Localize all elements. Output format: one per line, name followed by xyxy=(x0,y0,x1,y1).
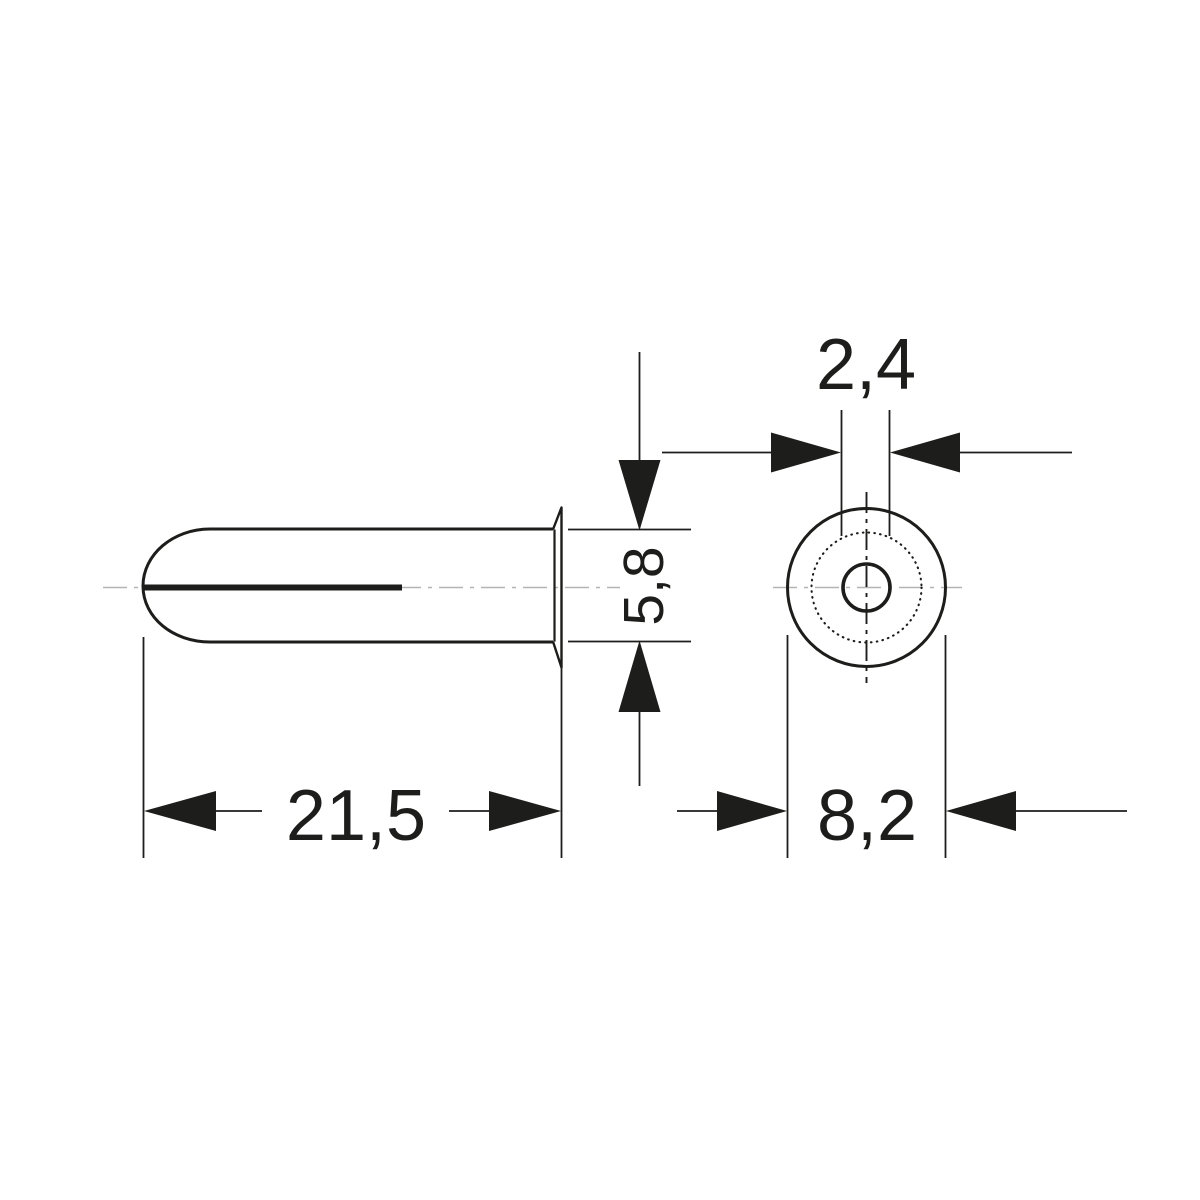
hole-diameter-arrow-left xyxy=(771,432,841,473)
flange-outer-circle xyxy=(786,507,947,668)
length-label: 21,5 xyxy=(286,776,426,856)
center-hole-circle xyxy=(841,562,892,613)
hole-diameter-label: 2,4 xyxy=(816,325,916,405)
length-arrow-right xyxy=(489,791,561,831)
dimension-length: 21,5 xyxy=(142,637,563,858)
body-diameter-label: 5,8 xyxy=(612,546,676,625)
body-diameter-arrow-down xyxy=(618,460,661,531)
hole-diameter-arrow-right xyxy=(890,432,960,473)
flange-outline xyxy=(551,506,563,669)
dimension-hole-diameter: 2,4 xyxy=(662,325,1072,536)
body-diameter-dotted-circle xyxy=(810,531,923,644)
flange-diameter-arrow-right xyxy=(946,791,1016,831)
dimension-flange-diameter: 8,2 xyxy=(677,635,1127,858)
flange-diameter-arrow-left xyxy=(717,791,787,831)
flange-diameter-label: 8,2 xyxy=(817,776,917,856)
dimension-body-diameter: 5,8 xyxy=(568,352,691,786)
front-view xyxy=(773,492,962,683)
side-view xyxy=(103,506,620,669)
pin-body-outline xyxy=(141,527,553,644)
length-arrow-left xyxy=(144,791,216,831)
body-diameter-arrow-up xyxy=(618,640,661,712)
